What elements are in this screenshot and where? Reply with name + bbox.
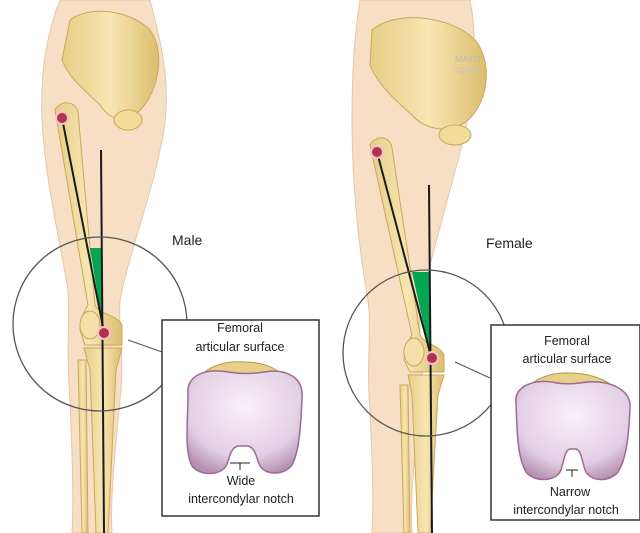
- female-inset-title-line2: articular surface: [523, 352, 612, 366]
- female-patella: [404, 338, 424, 366]
- female-label: Female: [486, 235, 533, 251]
- male-notch-label-line2: intercondylar notch: [188, 492, 294, 506]
- male-inset: Femoral articular surface Wide intercond…: [162, 320, 319, 516]
- female-notch-label-line2: intercondylar notch: [513, 503, 619, 517]
- male-callout-line: [128, 340, 162, 352]
- male-inset-title-line2: articular surface: [196, 340, 285, 354]
- female-knee-joint-dot: [426, 352, 438, 364]
- watermark-line1: MAYO: [455, 54, 481, 64]
- male-knee-joint-dot: [98, 327, 110, 339]
- male-inset-title-line1: Femoral: [217, 321, 263, 335]
- male-hip-joint-dot: [56, 112, 68, 124]
- male-pubis: [114, 110, 142, 130]
- female-pubis: [439, 125, 471, 145]
- male-patella: [80, 311, 100, 339]
- female-callout-line: [455, 362, 490, 378]
- male-label: Male: [172, 232, 203, 248]
- female-inset-title-line1: Femoral: [544, 334, 590, 348]
- female-inset: Femoral articular surface Narrow interco…: [491, 325, 640, 520]
- watermark-line2: ©2024: [455, 66, 479, 75]
- female-notch-label-line1: Narrow: [550, 485, 591, 499]
- male-notch-label-line1: Wide: [227, 474, 256, 488]
- female-hip-joint-dot: [371, 146, 383, 158]
